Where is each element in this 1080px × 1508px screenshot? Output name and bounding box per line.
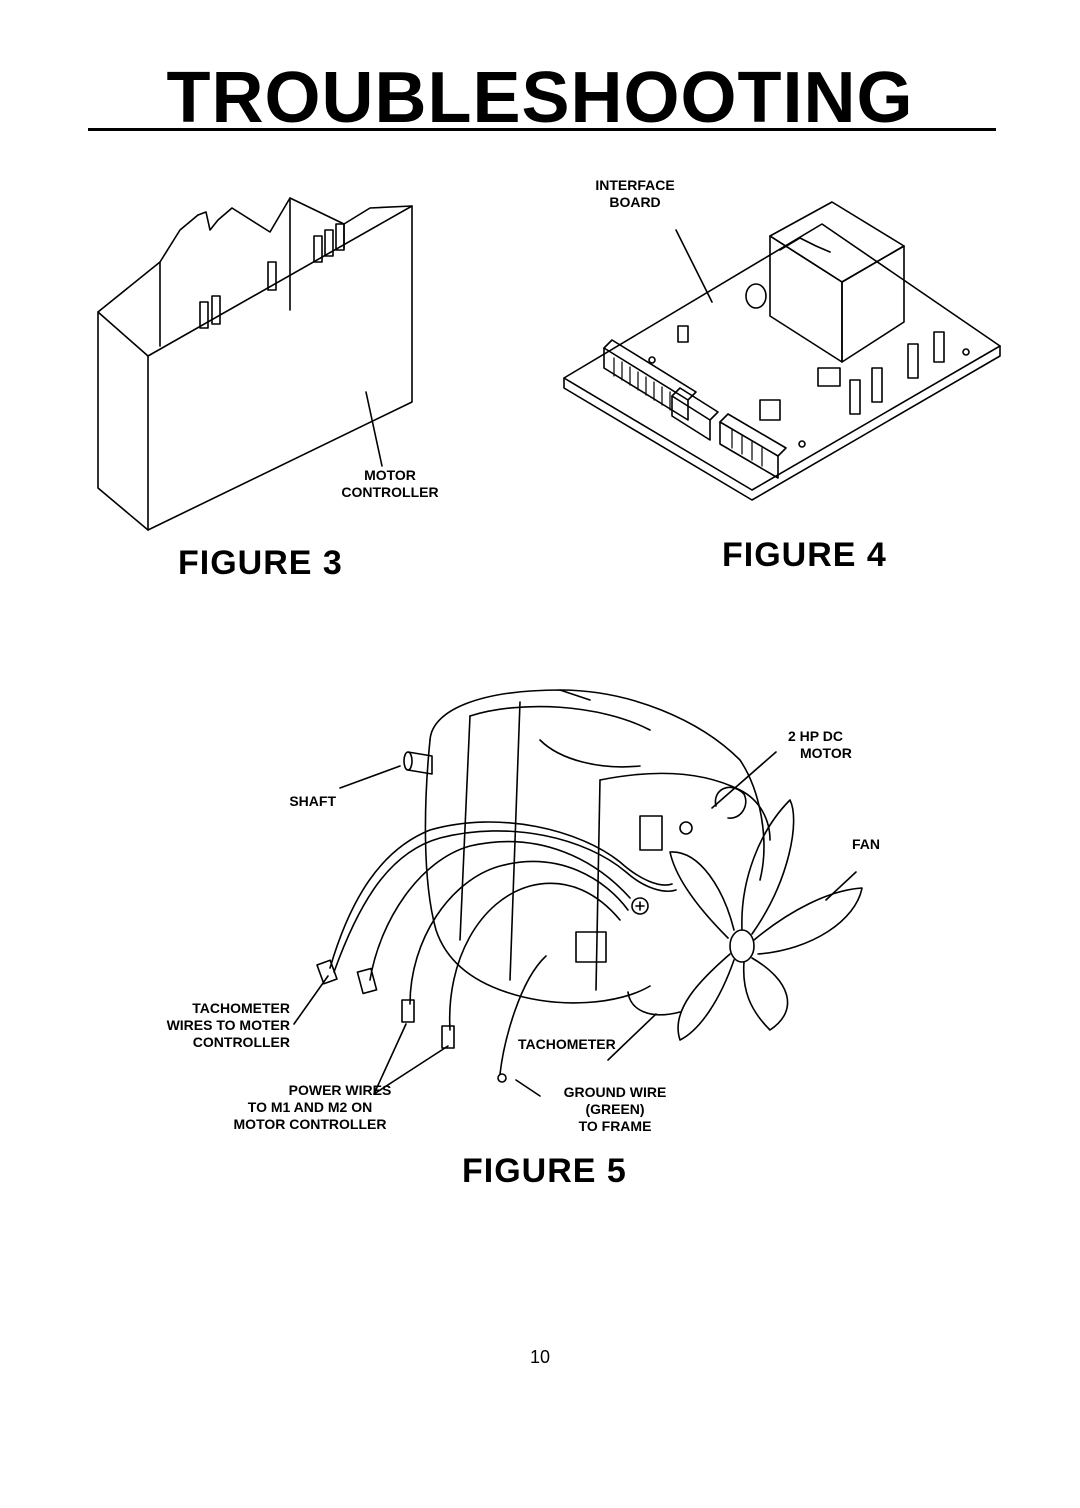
power-wires-label-line1: POWER WIRES [288,1082,392,1098]
motor-label-line1: 2 HP DC [788,728,843,744]
motor-controller-label-line2: CONTROLLER [341,484,439,500]
shaft-label: SHAFT [289,793,336,809]
page-number: 10 [529,1347,551,1367]
interface-board-label-line1: INTERFACE [595,177,675,193]
ground-wire-label-line2: (GREEN) [585,1101,645,1117]
ground-wire-label: GROUND WIRE (GREEN) TO FRAME [545,1084,685,1135]
interface-board-label: INTERFACE BOARD [570,177,700,211]
tachometer-wires-label-line2: WIRES TO MOTER [166,1017,290,1033]
motor-label: 2 HP DC MOTOR [788,728,852,762]
motor-controller-label-line1: MOTOR [364,467,416,483]
power-wires-label-line2: TO M1 AND M2 ON [247,1099,373,1115]
figure-5-caption: FIGURE 5 [462,1152,627,1190]
figure-3-caption: FIGURE 3 [178,544,343,582]
tachometer-wires-label-line1: TACHOMETER [192,1000,290,1016]
power-wires-label: POWER WIRES TO M1 AND M2 ON MOTOR CONTRO… [210,1082,410,1133]
page-title: TROUBLESHOOTING [166,58,914,138]
tachometer-label: TACHOMETER [518,1036,616,1052]
ground-wire-label-line3: TO FRAME [578,1118,652,1134]
motor-label-line2: MOTOR [800,745,852,761]
figure-4-caption: FIGURE 4 [722,536,887,574]
fan-label: FAN [852,836,880,852]
power-wires-label-line3: MOTOR CONTROLLER [233,1116,387,1132]
ground-wire-label-line1: GROUND WIRE [563,1084,667,1100]
title-underline [88,128,996,131]
tachometer-wires-label-line3: CONTROLLER [192,1034,290,1050]
tachometer-wires-label: TACHOMETER WIRES TO MOTER CONTROLLER [150,1000,290,1051]
interface-board-label-line2: BOARD [609,194,661,210]
motor-controller-label: MOTOR CONTROLLER [305,467,475,501]
